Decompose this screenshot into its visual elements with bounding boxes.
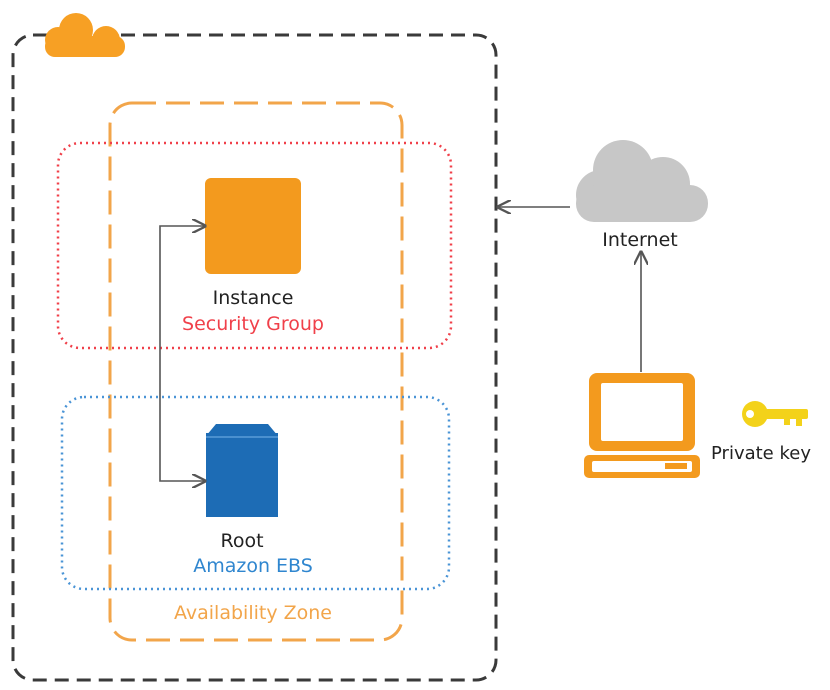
ec2-instance-icon <box>205 178 301 274</box>
instance-label: Instance <box>212 287 294 309</box>
internet-label: Internet <box>602 229 678 251</box>
ebs-label: Amazon EBS <box>193 555 313 577</box>
ebs-group-border <box>60 395 451 591</box>
aws-cloud-icon <box>45 13 125 57</box>
root-label: Root <box>220 530 264 552</box>
security-group-border <box>56 141 453 350</box>
internet-cloud-icon <box>576 140 708 222</box>
availability-zone-label: Availability Zone <box>174 602 332 624</box>
availability-zone-border <box>108 101 404 642</box>
laptop-icon <box>584 373 700 478</box>
security-group-label: Security Group <box>182 313 324 335</box>
aws-region-border <box>11 33 498 682</box>
instance-ebs-connector <box>159 226 205 481</box>
ebs-volume-icon <box>206 424 278 517</box>
key-icon <box>742 401 808 427</box>
private-key-label: Private key <box>711 443 811 464</box>
